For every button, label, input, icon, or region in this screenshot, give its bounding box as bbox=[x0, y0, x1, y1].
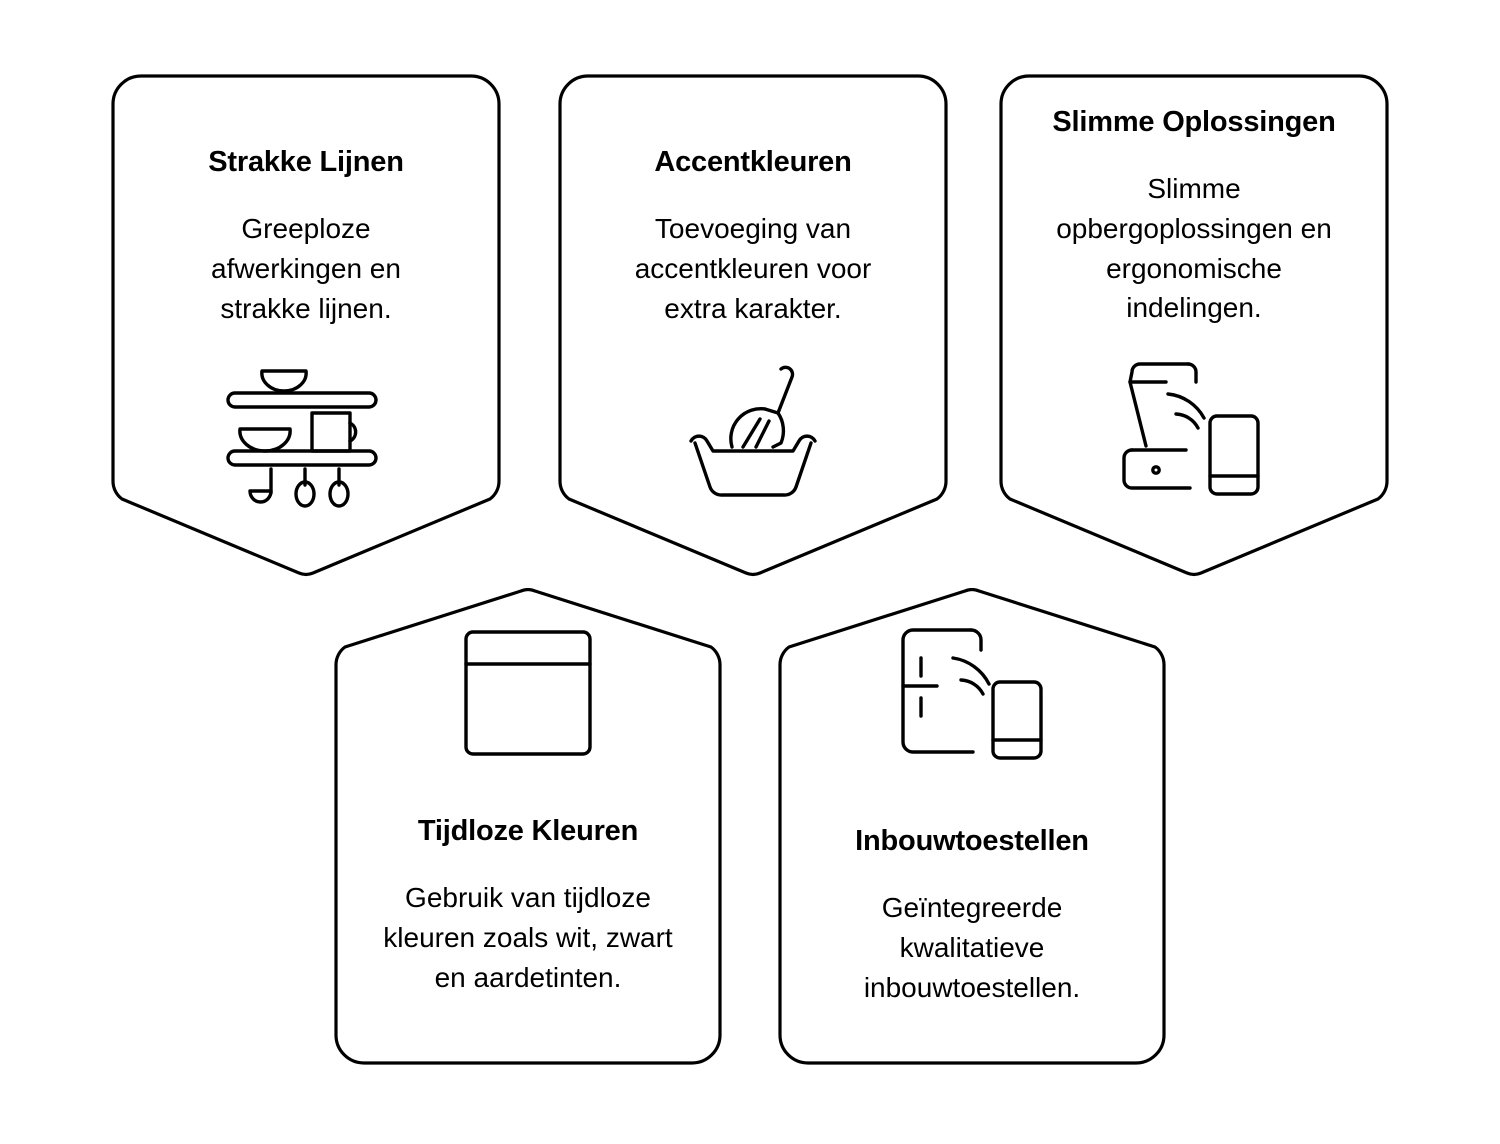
card-title: Tijdloze Kleuren bbox=[417, 815, 639, 847]
card-shape-pennant-up bbox=[334, 588, 722, 1065]
card-inbouwtoestellen[interactable]: Inbouwtoestellen Geïntegreerde kwalitati… bbox=[777, 588, 1167, 1066]
cabinet-drawer-icon bbox=[462, 628, 594, 758]
card-shape-pennant-down bbox=[111, 74, 501, 576]
card-description: Slimme opbergoplossingen en ergonomische… bbox=[1056, 173, 1332, 324]
card-strakke-lijnen[interactable]: Strakke Lijnen Greeploze afwerkingen en … bbox=[110, 73, 502, 580]
mixing-bowl-whisk-icon bbox=[677, 361, 829, 503]
card-shape-pennant-down bbox=[558, 74, 948, 576]
card-accentkleuren[interactable]: Accentkleuren Toevoeging van accentkleur… bbox=[557, 73, 949, 580]
card-title: Accentkleuren bbox=[654, 146, 852, 178]
card-shape-pennant-up bbox=[778, 588, 1166, 1065]
card-slimme-oplossingen[interactable]: Slimme Oplossingen Slimme opbergoplossin… bbox=[998, 73, 1390, 580]
card-description: Gebruik van tijdloze kleuren zoals wit, … bbox=[383, 882, 673, 993]
card-title: Inbouwtoestellen bbox=[855, 825, 1089, 857]
card-description: Greeploze afwerkingen en strakke lijnen. bbox=[211, 213, 401, 324]
card-title: Strakke Lijnen bbox=[208, 146, 404, 178]
card-description: Toevoeging van accentkleuren voor extra … bbox=[634, 213, 872, 324]
card-title: Slimme Oplossingen bbox=[1052, 106, 1336, 138]
card-description: Geïntegreerde kwalitatieve inbouwtoestel… bbox=[863, 892, 1081, 1003]
smart-fridge-phone-icon bbox=[897, 624, 1047, 764]
card-shape-pennant-down bbox=[999, 74, 1389, 576]
card-tijdloze-kleuren[interactable]: Tijdloze Kleuren Gebruik van tijdloze kl… bbox=[333, 588, 723, 1066]
kitchen-shelf-icon bbox=[220, 361, 392, 509]
smart-blender-phone-icon bbox=[1118, 358, 1270, 500]
